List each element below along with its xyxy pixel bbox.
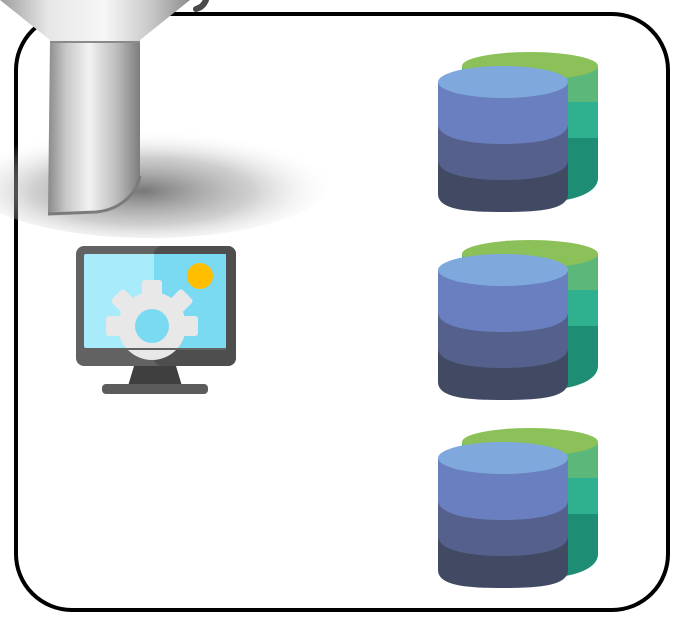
funnel-icon: [0, 0, 330, 238]
monitor-settings-icon: [76, 246, 236, 394]
database-stack-icon: [438, 240, 598, 400]
database-stack-icon: [438, 52, 598, 212]
container-frame: [14, 12, 670, 612]
database-stack-icon: [438, 428, 598, 588]
